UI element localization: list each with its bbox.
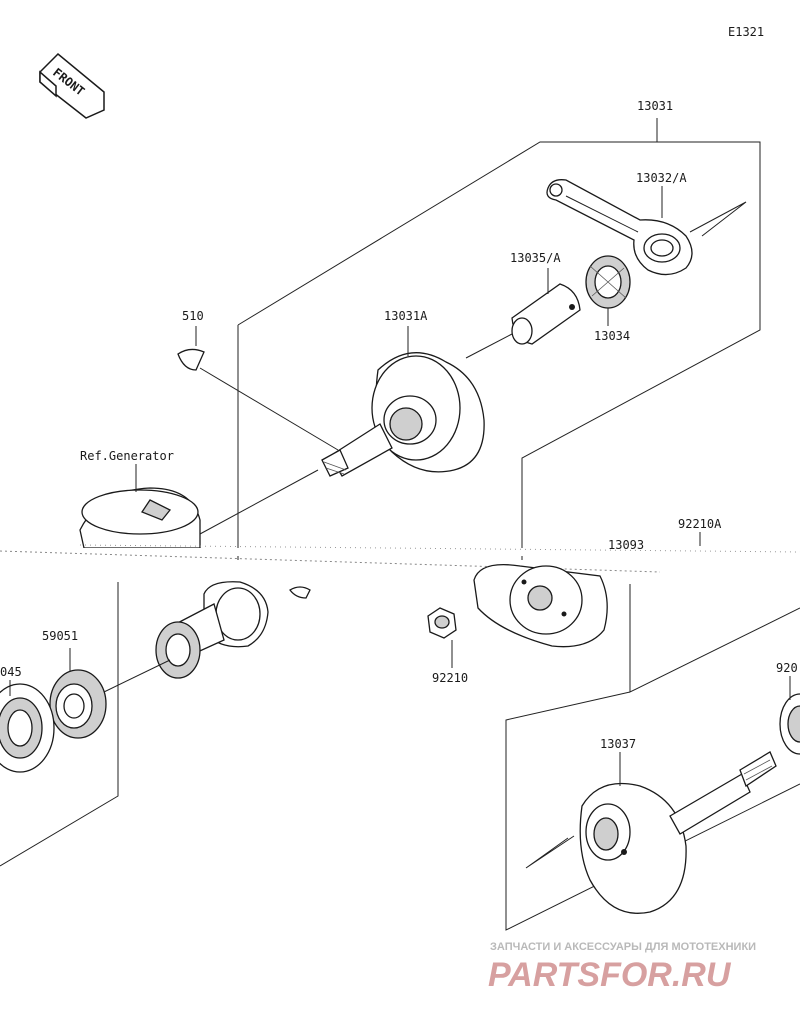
crank-pin-13035	[511, 283, 581, 345]
label-920: 920	[776, 661, 798, 675]
crankshaft-13031a	[321, 352, 485, 477]
gear-59051	[49, 669, 107, 739]
label-92210a: 92210A	[678, 517, 722, 531]
label-13032a: 13032/A	[636, 171, 687, 185]
connecting-rod	[546, 179, 693, 276]
scan-artifact-band	[0, 544, 800, 573]
flywheel-13093	[473, 563, 608, 648]
label-13035a: 13035/A	[510, 251, 561, 265]
crankshaft-13037	[579, 751, 777, 914]
label-13034: 13034	[594, 329, 630, 343]
label-045: 045	[0, 665, 22, 679]
group-frame-13031	[237, 118, 761, 560]
label-ref-generator: Ref.Generator	[80, 449, 174, 463]
needle-bearing-13034	[585, 255, 631, 309]
bearing-right	[779, 693, 800, 755]
watermark: ЗАПЧАСТИ И АКСЕССУАРЫ ДЛЯ МОТОТЕХНИКИ PA…	[488, 941, 756, 994]
label-13093: 13093	[608, 538, 644, 552]
woodruff-key-510	[177, 348, 205, 371]
label-13031a: 13031A	[384, 309, 428, 323]
front-arrow-icon: FRONT	[39, 52, 105, 119]
watermark-tagline: ЗАПЧАСТИ И АКСЕССУАРЫ ДЛЯ МОТОТЕХНИКИ	[490, 941, 756, 953]
nut-92210	[427, 607, 457, 639]
diagram-code: E1321	[728, 25, 764, 39]
drive-gear-shaft	[155, 581, 311, 679]
generator-rotor	[79, 487, 201, 549]
label-510: 510	[182, 309, 204, 323]
label-92210: 92210	[432, 671, 468, 685]
label-13031: 13031	[637, 99, 673, 113]
label-13037: 13037	[600, 737, 636, 751]
label-59051: 59051	[42, 629, 78, 643]
bearing-left	[0, 683, 55, 773]
watermark-logo: PARTSFOR.RU	[488, 956, 732, 994]
